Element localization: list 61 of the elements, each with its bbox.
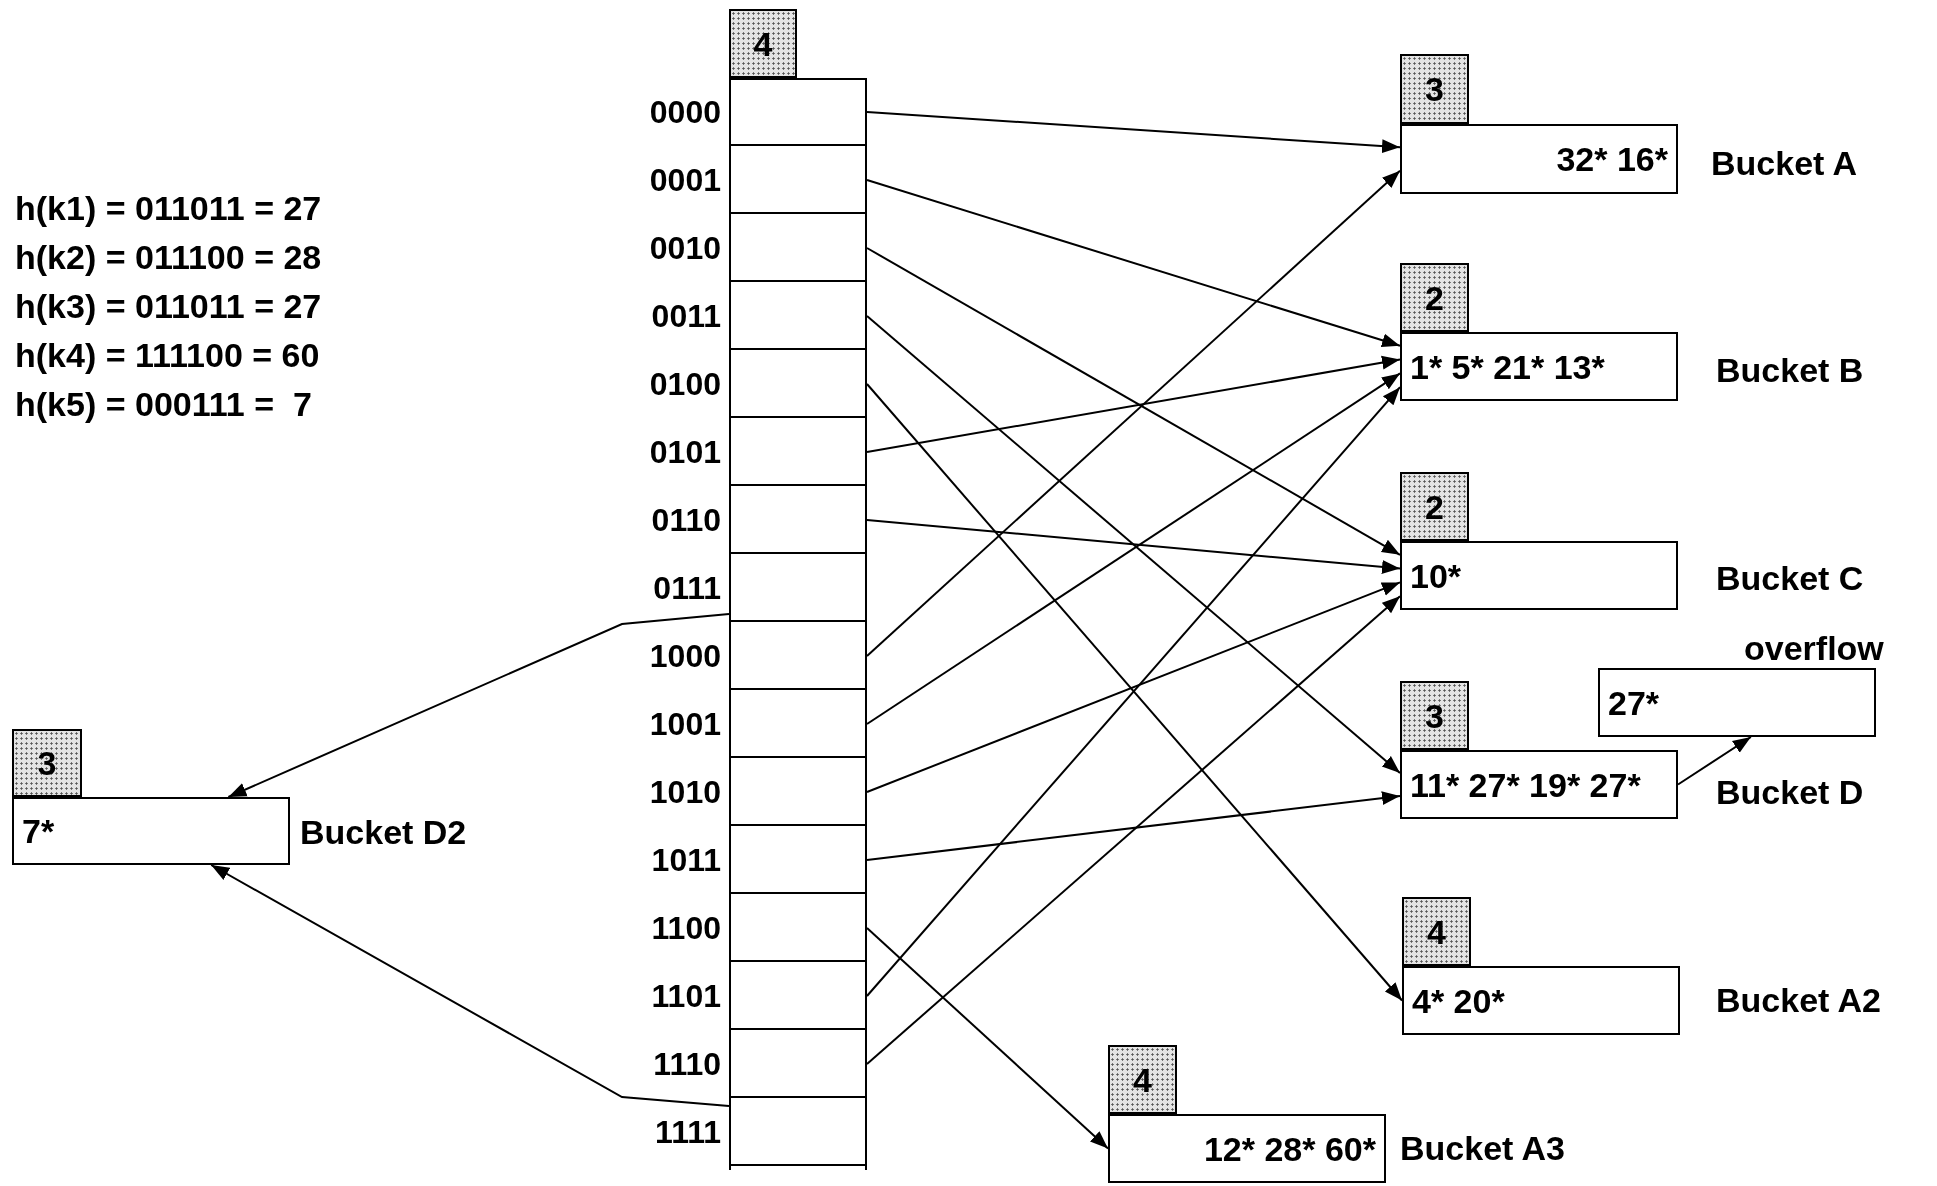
arrow — [866, 355, 1401, 453]
local-depth-box: 3 — [12, 729, 82, 797]
arrow — [866, 581, 1401, 793]
arrow — [866, 372, 1401, 725]
hash-equation: h(k4) = 111100 = 60 — [15, 335, 320, 375]
overflow-page-box: 27* — [1598, 668, 1876, 737]
bit-string-label: 0100 — [649, 367, 721, 401]
arrow — [866, 111, 1401, 154]
arrow — [866, 169, 1401, 657]
bit-string-label: 1101 — [651, 979, 721, 1013]
bucket-name: Bucket D2 — [300, 812, 467, 852]
arrow — [1677, 736, 1752, 786]
bucket-name: Bucket A3 — [1400, 1128, 1566, 1168]
arrow — [866, 791, 1401, 861]
bucket-name: overflow — [1744, 628, 1884, 668]
arrow — [210, 864, 730, 1107]
bit-string-label: 1001 — [649, 707, 721, 741]
arrow — [866, 927, 1109, 1150]
bit-string-label: 0010 — [649, 231, 721, 265]
bit-string-label: 0000 — [649, 95, 721, 129]
arrow — [227, 613, 730, 798]
bucket-box: 11* 27* 19* 27* — [1400, 750, 1678, 819]
global-depth-box: 4 — [729, 9, 797, 78]
bucket-box: 4* 20* — [1402, 966, 1680, 1035]
local-depth-box: 4 — [1108, 1045, 1177, 1114]
arrow — [866, 247, 1401, 556]
bit-string-label: 1000 — [649, 639, 721, 673]
bit-string-label: 1111 — [655, 1115, 721, 1149]
bit-string-label: 1110 — [653, 1047, 721, 1081]
bit-string-label: 0110 — [651, 503, 721, 537]
bucket-box: 10* — [1400, 541, 1678, 610]
hash-equation: h(k1) = 011011 = 27 — [15, 188, 322, 228]
bit-string-label: 0101 — [649, 435, 721, 469]
bucket-name: Bucket A2 — [1716, 980, 1882, 1020]
bucket-name: Bucket B — [1716, 350, 1864, 390]
bit-string-label: 0111 — [653, 571, 721, 605]
local-depth-box: 2 — [1400, 472, 1469, 541]
bucket-box: 7* — [12, 797, 290, 865]
bit-string-label: 1100 — [651, 911, 721, 945]
arrow — [866, 519, 1401, 574]
hash-equation: h(k2) = 011100 = 28 — [15, 237, 322, 277]
bucket-name: Bucket D — [1716, 772, 1864, 812]
arrow — [866, 179, 1401, 348]
bucket-name: Bucket A — [1711, 143, 1858, 183]
local-depth-box: 4 — [1402, 897, 1471, 966]
local-depth-box: 3 — [1400, 54, 1469, 124]
bit-string-label: 0011 — [651, 299, 721, 333]
bucket-box: 1* 5* 21* 13* — [1400, 332, 1678, 401]
hash-equation: h(k5) = 000111 = 7 — [15, 384, 312, 424]
arrow — [866, 595, 1401, 1065]
bucket-box: 12* 28* 60* — [1108, 1114, 1386, 1183]
arrow — [866, 315, 1401, 774]
hash-equation: h(k3) = 011011 = 27 — [15, 286, 322, 326]
bucket-box: 32* 16* — [1400, 124, 1678, 194]
local-depth-box: 3 — [1400, 681, 1469, 750]
directory-column — [729, 78, 867, 1170]
bit-string-label: 1010 — [649, 775, 721, 809]
bit-string-label: 1011 — [651, 843, 721, 877]
local-depth-box: 2 — [1400, 263, 1469, 332]
bit-string-label: 0001 — [649, 163, 721, 197]
bucket-name: Bucket C — [1716, 558, 1864, 598]
